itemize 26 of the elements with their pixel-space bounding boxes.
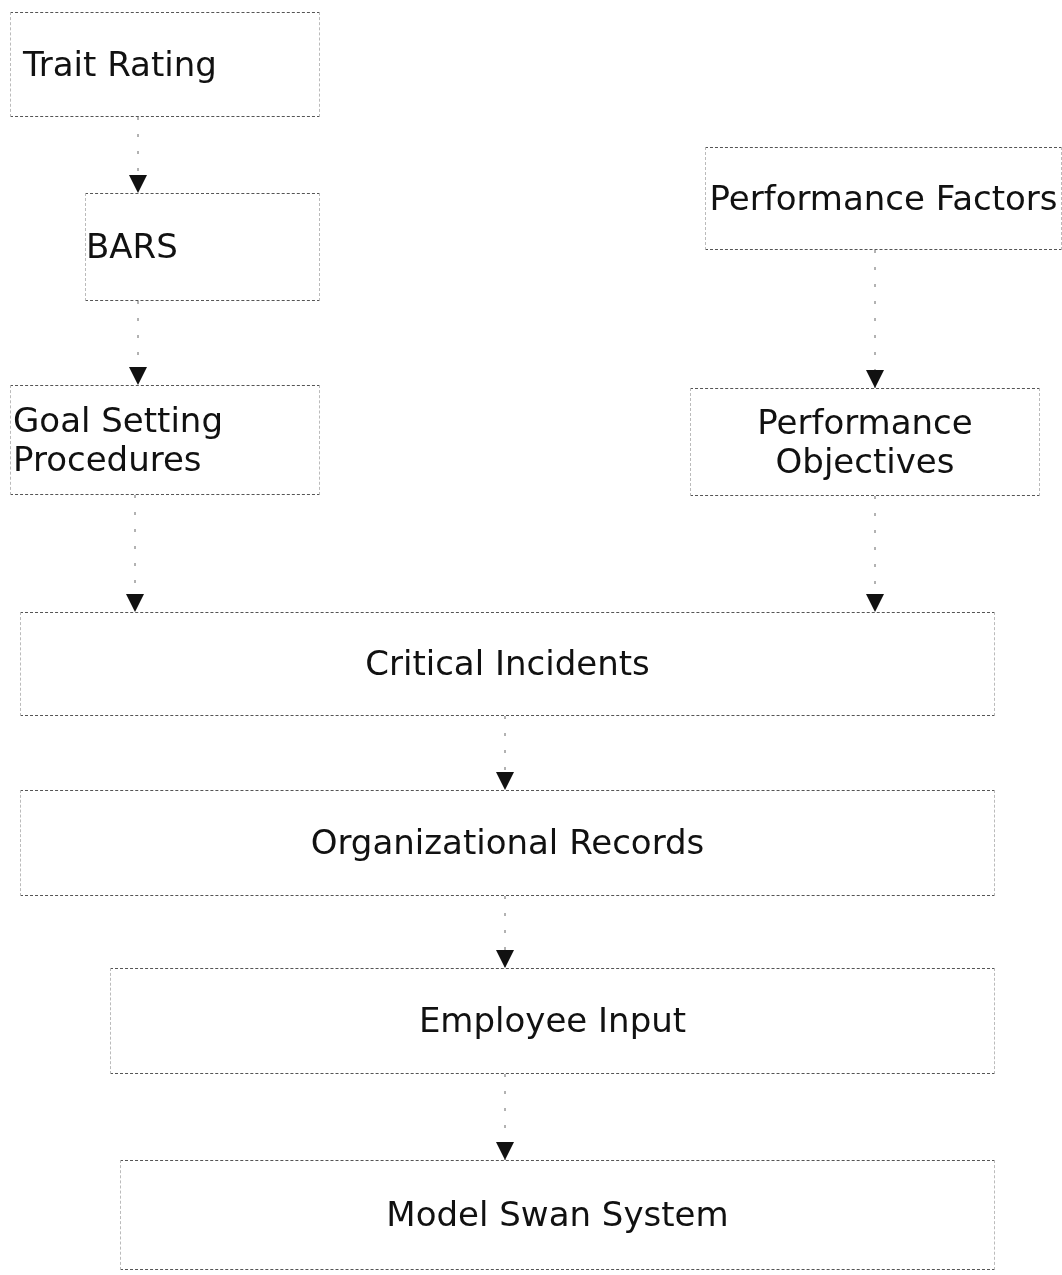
arrow bbox=[129, 300, 147, 386]
arrow bbox=[496, 715, 514, 791]
box-label: Critical Incidents bbox=[364, 644, 651, 684]
process-box bbox=[85, 193, 320, 301]
box-label: Model Swan System bbox=[385, 1195, 730, 1235]
process-box bbox=[20, 612, 995, 716]
box-label: Goal Setting Procedures bbox=[13, 400, 224, 480]
arrow bbox=[866, 495, 884, 613]
process-box bbox=[120, 1160, 995, 1270]
process-box bbox=[20, 790, 995, 896]
box-label: BARS bbox=[86, 227, 179, 267]
process-box bbox=[10, 12, 320, 117]
box-label: Trait Rating bbox=[23, 44, 218, 85]
arrow bbox=[866, 249, 884, 389]
arrow bbox=[129, 116, 147, 194]
box-label: Performance Objectives bbox=[756, 402, 974, 482]
arrow bbox=[126, 494, 144, 613]
box-label: Employee Input bbox=[417, 1001, 688, 1041]
box-label: Performance Factors bbox=[708, 178, 1059, 219]
box-label: Organizational Records bbox=[309, 823, 706, 863]
process-box bbox=[690, 388, 1040, 496]
arrow bbox=[496, 895, 514, 969]
process-box bbox=[10, 385, 320, 495]
process-box bbox=[110, 968, 995, 1074]
arrow bbox=[496, 1073, 514, 1161]
process-box bbox=[705, 147, 1062, 250]
